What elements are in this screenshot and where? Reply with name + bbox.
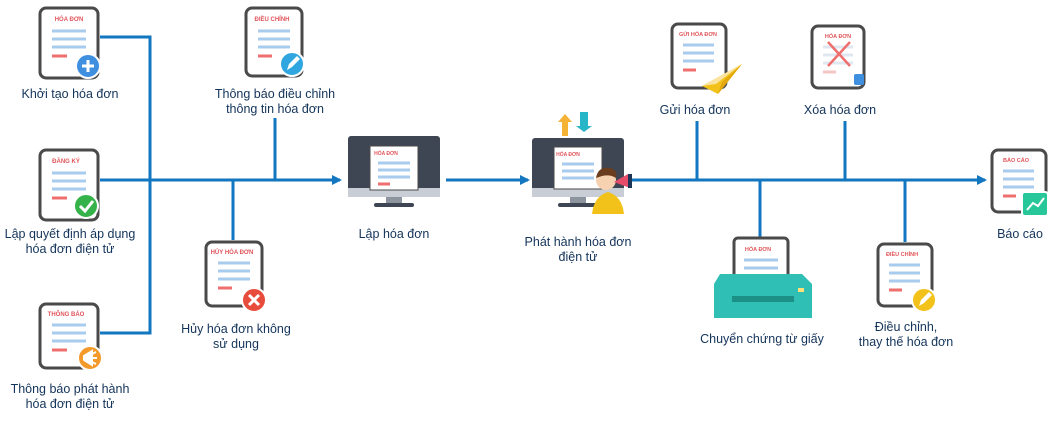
node-khoi-tao[interactable]: HÓA ĐƠN [38, 6, 101, 80]
node-gui-hoa-don[interactable]: GỬI HÓA ĐƠN [670, 22, 742, 94]
doc-title: ĐĂNG KÝ [52, 158, 80, 165]
node-lap-hoa-don[interactable]: HÓA ĐƠN [348, 136, 440, 207]
paper-plane-icon [702, 64, 742, 94]
label-line: hóa đơn điện tử [25, 397, 115, 411]
label-line: Lập quyết định áp dụng [4, 227, 136, 241]
pencil-icon [911, 287, 937, 313]
label-thong-bao-phat-hanh: Thông báo phát hành hóa đơn điện tử [0, 382, 140, 412]
doc-title: HÓA ĐƠN [745, 245, 771, 253]
label-lap-hoa-don: Lập hóa đơn [358, 227, 430, 241]
node-xoa-hoa-don[interactable]: HÓA ĐƠN [810, 24, 866, 90]
label-bao-cao: Báo cáo [997, 227, 1043, 241]
label-line: Điều chỉnh, [874, 320, 938, 334]
doc-title: HÓA ĐƠN [55, 15, 84, 23]
doc-title: BÁO CÁO [1003, 157, 1030, 164]
screen-document: HÓA ĐƠN [369, 145, 419, 191]
doc-title: ĐIỀU CHỈNH [254, 16, 289, 23]
chart-icon [1021, 191, 1049, 217]
node-thong-bao-phat-hanh[interactable]: THÔNG BÁO [38, 302, 103, 371]
label-line: sử dụng [213, 337, 259, 351]
node-chuyen-chung-tu[interactable]: HÓA ĐƠN [714, 236, 812, 318]
label-chuyen-chung-tu: Chuyển chứng từ giấy [700, 332, 824, 346]
cross-icon [241, 287, 267, 313]
sync-arrows-icon [558, 112, 592, 136]
svg-text:HÓA ĐƠN: HÓA ĐƠN [556, 150, 580, 158]
label-xoa-hoa-don: Xóa hóa đơn [803, 103, 877, 117]
node-dieu-chinh-thay-the[interactable]: ĐIỀU CHỈNH [876, 242, 937, 313]
megaphone-icon [77, 345, 103, 371]
label-thong-bao-dieu-chinh: Thông báo điều chỉnh thông tin hóa đơn [205, 87, 345, 117]
label-gui-hoa-don: Gửi hóa đơn [659, 103, 731, 117]
plus-icon [75, 53, 101, 79]
node-lap-quyet-dinh[interactable]: ĐĂNG KÝ [38, 148, 100, 222]
label-phat-hanh: Phát hành hóa đơn điện tử [508, 235, 648, 265]
label-lap-quyet-dinh: Lập quyết định áp dụng hóa đơn điện tử [0, 227, 140, 257]
label-dieu-chinh-thay-the: Điều chỉnh, thay thế hóa đơn [836, 320, 976, 350]
printer-icon [714, 274, 812, 318]
check-icon [73, 193, 99, 219]
doc-title: ĐIỀU CHỈNH [886, 251, 918, 258]
label-khoi-tao: Khởi tạo hóa đơn [21, 87, 119, 101]
label-line: thay thế hóa đơn [858, 335, 954, 349]
flow-connectors [100, 35, 987, 335]
label-line: thông tin hóa đơn [226, 102, 324, 116]
node-phat-hanh[interactable]: HÓA ĐƠN [532, 112, 632, 214]
delete-cross-icon [827, 41, 851, 67]
person-megaphone-icon [592, 167, 632, 214]
node-thong-bao-dieu-chinh[interactable]: ĐIỀU CHỈNH [244, 6, 305, 78]
document-icon [670, 22, 728, 90]
label-line: hóa đơn điện tử [25, 242, 115, 256]
screen-document: HÓA ĐƠN [553, 146, 603, 190]
label-huy-hoa-don: Hủy hóa đơn không sử dụng [166, 322, 306, 352]
doc-title: GỬI HÓA ĐƠN [679, 30, 717, 38]
doc-title: HỦY HÓA ĐƠN [211, 248, 254, 256]
label-line: Hủy hóa đơn không [181, 322, 291, 336]
svg-text:HÓA ĐƠN: HÓA ĐƠN [374, 149, 398, 157]
label-line: Thông báo điều chỉnh [214, 87, 336, 101]
connector-left-bracket [100, 35, 152, 335]
node-huy-hoa-don[interactable]: HỦY HÓA ĐƠN [204, 240, 267, 313]
pencil-icon [279, 51, 305, 77]
blue-tag-icon [854, 74, 864, 85]
node-bao-cao[interactable]: BÁO CÁO [990, 148, 1049, 217]
label-line: Thông báo phát hành [10, 382, 130, 396]
doc-title: HÓA ĐƠN [825, 32, 851, 40]
label-line: Phát hành hóa đơn [524, 235, 632, 249]
doc-title: THÔNG BÁO [48, 310, 85, 318]
label-line: điện tử [558, 250, 598, 264]
